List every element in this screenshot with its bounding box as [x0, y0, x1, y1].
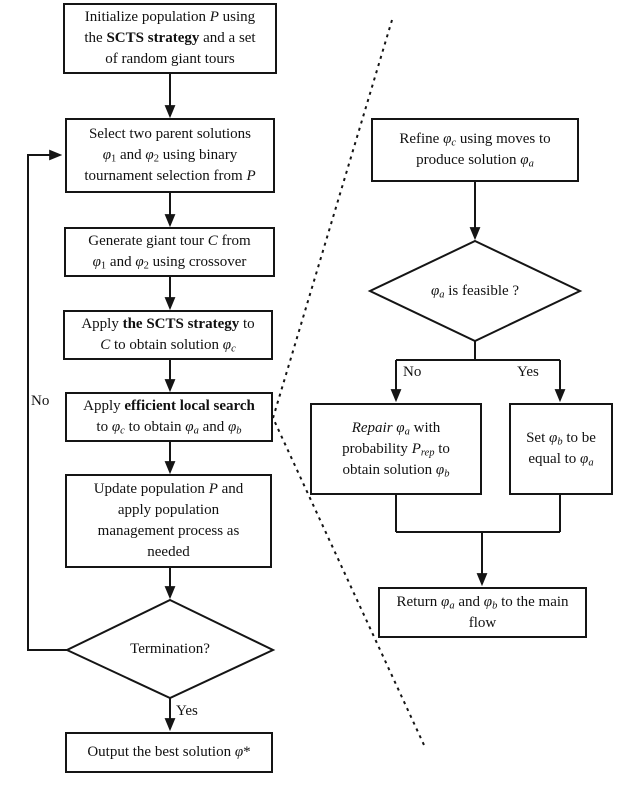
label-termination-yes: Yes: [176, 703, 198, 719]
termination-diamond-text: Termination?: [130, 641, 210, 657]
label-feasible-yes: Yes: [517, 364, 539, 380]
label-feasible-no: No: [403, 364, 422, 380]
feasible-diamond-text: φa is feasible ?: [430, 283, 520, 301]
feasible-diamond-shape: [367, 239, 583, 343]
line-feasible-split: [396, 341, 560, 361]
termination-diamond-shape: [64, 598, 276, 700]
line-merge-branches: [395, 495, 561, 533]
termination-diamond-label: Termination?: [67, 600, 273, 698]
dotted-callout-line: [271, 19, 425, 746]
feasible-diamond-label: φa is feasible ?: [370, 241, 580, 341]
node-output-best: Output the best solution φ*: [65, 732, 273, 773]
arrow-termination-no-loop: [27, 149, 67, 651]
node-output-best-text: Output the best solution φ*: [87, 744, 251, 760]
label-termination-no: No: [31, 393, 50, 409]
